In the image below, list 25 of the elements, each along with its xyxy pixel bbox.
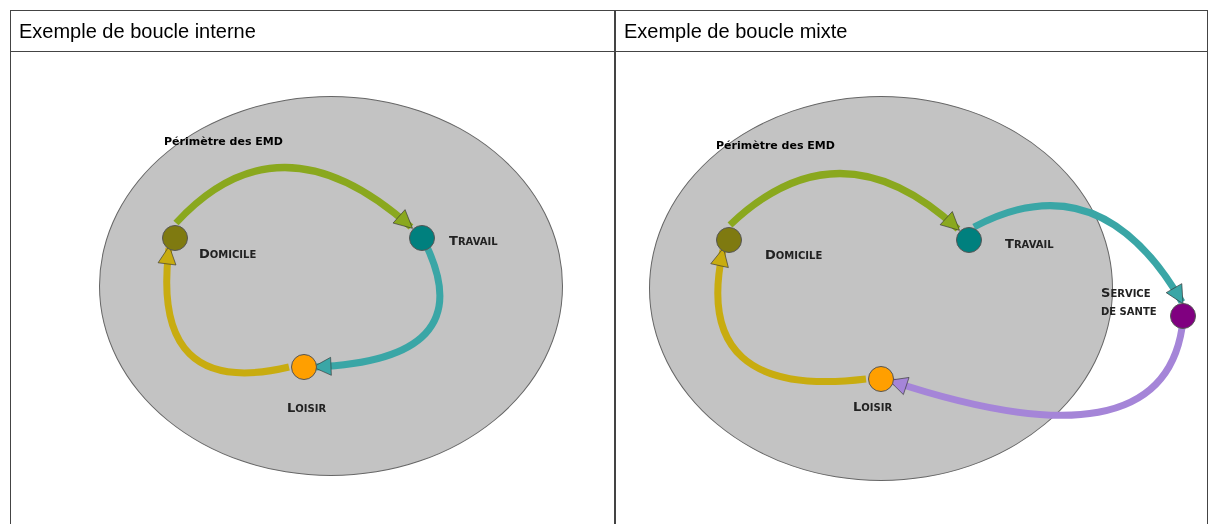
place-dot xyxy=(716,227,742,253)
table-cell xyxy=(615,10,1208,524)
place-label: DOMICILE xyxy=(199,245,257,263)
area-label: Périmètre des EMD xyxy=(716,139,835,152)
place-dot xyxy=(162,225,188,251)
place-dot xyxy=(868,366,894,392)
place-label: LOISIR xyxy=(853,398,893,416)
table-cell xyxy=(10,10,615,524)
place-label: TRAVAIL xyxy=(449,232,498,250)
curved-arrow xyxy=(711,247,867,385)
place-label: LOISIR xyxy=(287,399,327,417)
place-dot xyxy=(409,225,435,251)
panel-heading: Exemple de boucle mixte xyxy=(616,11,1207,52)
curved-arrow xyxy=(173,164,414,230)
place-dot xyxy=(956,227,982,253)
curved-arrow xyxy=(727,170,961,232)
place-dot xyxy=(291,354,317,380)
panel-heading: Exemple de boucle interne xyxy=(11,11,614,52)
place-label: SERVICE DE SANTE xyxy=(1101,284,1158,319)
curved-arrow xyxy=(158,245,290,377)
place-label: TRAVAIL xyxy=(1005,235,1054,253)
place-label: DOMICILE xyxy=(765,246,823,264)
area-label: Périmètre des EMD xyxy=(164,135,283,148)
place-dot xyxy=(1170,303,1196,329)
curved-arrow xyxy=(972,202,1185,304)
